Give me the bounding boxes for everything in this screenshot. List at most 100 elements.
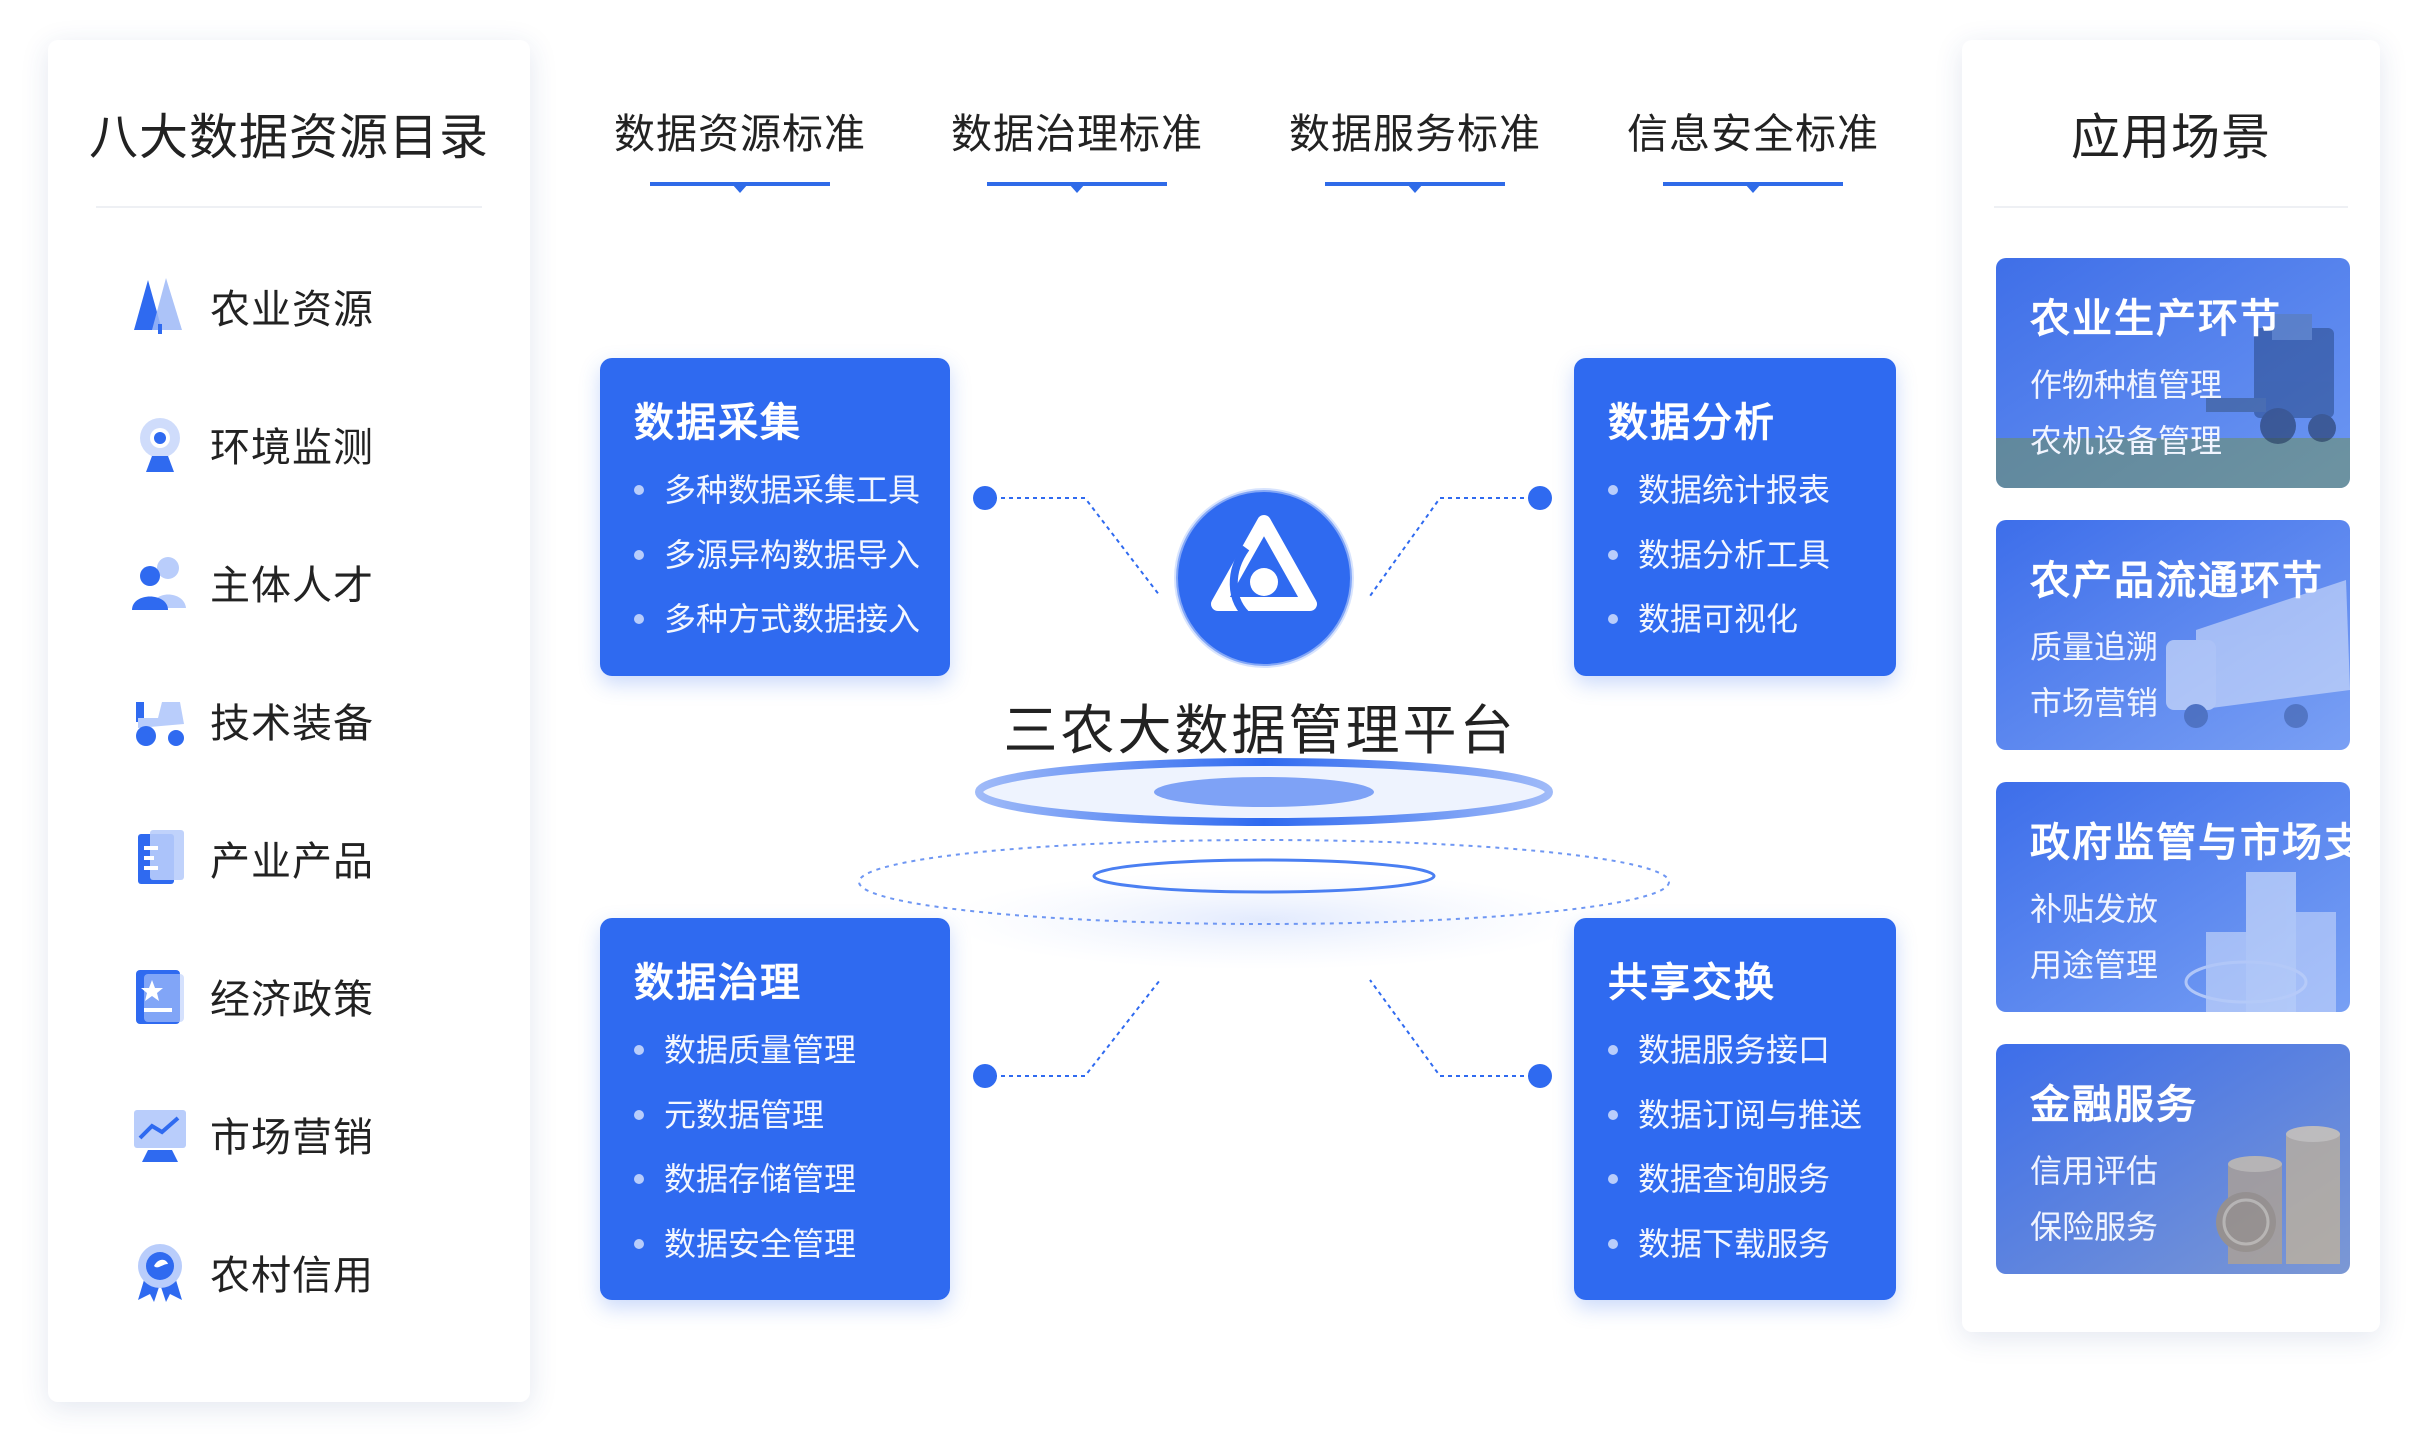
connector-node [1528, 486, 1552, 510]
standard-caret-icon [732, 184, 748, 193]
module-title: 共享交换 [1608, 960, 1776, 1006]
platform-title: 三农大数据管理平台 [1003, 699, 1517, 762]
catalog-item-label: 农村信用 [210, 1253, 374, 1299]
scene-item: 质量追溯 [2030, 628, 2159, 666]
tab-info-security-standard[interactable]: 信息安全标准 [1583, 100, 1923, 193]
market-chart-icon [134, 1110, 186, 1162]
scene-item: 保险服务 [2030, 1208, 2159, 1246]
bullet-icon [634, 1045, 644, 1055]
module-list-item: 数据订阅与推送 [1608, 1095, 1862, 1160]
bullet-icon [634, 485, 644, 495]
module-list-item: 多种数据采集工具 [634, 470, 920, 535]
catalog-item-label: 市场营销 [210, 1115, 374, 1161]
standard-caret-icon [1407, 184, 1423, 193]
scene-card-agri-production[interactable]: 农业生产环节 作物种植管理 农机设备管理 [1996, 258, 2350, 488]
catalog-item-policy[interactable]: 经济政策 [128, 956, 374, 1036]
bullet-icon [634, 1109, 644, 1120]
module-item-list: 数据质量管理 元数据管理 数据存储管理 数据安全管理 [634, 1030, 856, 1288]
catalog-item-marketing[interactable]: 市场营销 [128, 1094, 374, 1174]
connector-node [973, 1064, 997, 1088]
catalog-item-label: 环境监测 [210, 425, 374, 471]
catalog-item-talent[interactable]: 主体人才 [128, 542, 374, 622]
catalog-title: 八大数据资源目录 [88, 109, 489, 166]
scene-title: 金融服务 [2030, 1082, 2198, 1128]
harvester-icon [1996, 258, 2350, 488]
scene-title: 农业生产环节 [2030, 296, 2282, 342]
bullet-icon [1608, 1045, 1618, 1055]
scenes-divider [1994, 206, 2348, 208]
tab-data-service-standard[interactable]: 数据服务标准 [1245, 100, 1585, 193]
module-item-list: 数据统计报表 数据分析工具 数据可视化 [1608, 470, 1830, 664]
scenes-title: 应用场景 [2070, 109, 2271, 166]
monitor-sensor-icon [140, 418, 180, 472]
module-data-collection[interactable]: 数据采集 多种数据采集工具 多源异构数据导入 多种方式数据接入 [600, 358, 950, 676]
resource-catalog-panel: 八大数据资源目录 农业资源 环境监测 主体人才 [48, 40, 530, 1402]
scene-item: 作物种植管理 [2030, 366, 2223, 404]
policy-document-icon [136, 970, 184, 1024]
scene-title: 政府监管与市场支 [2030, 820, 2350, 866]
module-list-item: 数据存储管理 [634, 1159, 856, 1224]
bullet-icon [1608, 1109, 1618, 1120]
credit-badge-icon [138, 1244, 182, 1302]
bullet-icon [1608, 549, 1618, 560]
platform-logo-icon [1174, 488, 1354, 668]
module-title: 数据采集 [634, 400, 802, 446]
catalog-item-label: 经济政策 [210, 977, 374, 1023]
module-list-item: 数据质量管理 [634, 1030, 856, 1095]
catalog-item-equipment[interactable]: 技术装备 [128, 680, 374, 760]
catalog-item-env-monitor[interactable]: 环境监测 [128, 404, 374, 484]
scene-card-gov-supervision[interactable]: 政府监管与市场支 补贴发放 用途管理 [1996, 782, 2350, 1012]
scene-item: 补贴发放 [2030, 890, 2159, 928]
module-list-item: 多源异构数据导入 [634, 535, 920, 600]
people-icon [132, 557, 186, 610]
standard-label: 数据资源标准 [614, 110, 866, 158]
catalog-item-agri-resource[interactable]: 农业资源 [128, 266, 374, 346]
scene-title: 农产品流通环节 [2030, 558, 2324, 604]
module-data-analysis[interactable]: 数据分析 数据统计报表 数据分析工具 数据可视化 [1574, 358, 1896, 676]
connector-node [1528, 1064, 1552, 1088]
scene-card-product-circulation[interactable]: 农产品流通环节 质量追溯 市场营销 [1996, 520, 2350, 750]
module-list-item: 数据下载服务 [1608, 1224, 1862, 1289]
module-list-item: 数据安全管理 [634, 1224, 856, 1289]
module-list-item: 数据分析工具 [1608, 535, 1830, 600]
module-list-item: 元数据管理 [634, 1095, 856, 1160]
standard-label: 数据治理标准 [951, 110, 1203, 158]
bullet-icon [1608, 614, 1618, 624]
bullet-icon [634, 1174, 644, 1184]
module-title: 数据治理 [634, 960, 802, 1006]
module-sharing-exchange[interactable]: 共享交换 数据服务接口 数据订阅与推送 数据查询服务 数据下载服务 [1574, 918, 1896, 1300]
truck-icon [1996, 520, 2350, 750]
module-list-item: 数据可视化 [1608, 599, 1830, 664]
bullet-icon [1608, 485, 1618, 495]
module-title: 数据分析 [1608, 400, 1776, 446]
module-list-item: 数据服务接口 [1608, 1030, 1862, 1095]
trees-icon [134, 278, 182, 334]
scene-item: 信用评估 [2030, 1152, 2159, 1190]
standard-label: 数据服务标准 [1289, 110, 1541, 158]
module-item-list: 多种数据采集工具 多源异构数据导入 多种方式数据接入 [634, 470, 920, 664]
connector-node [973, 486, 997, 510]
bullet-icon [1608, 1238, 1618, 1249]
catalog-item-label: 主体人才 [210, 563, 374, 609]
tab-data-resource-standard[interactable]: 数据资源标准 [570, 100, 910, 193]
scene-item: 市场营销 [2030, 684, 2159, 722]
module-item-list: 数据服务接口 数据订阅与推送 数据查询服务 数据下载服务 [1608, 1030, 1862, 1288]
buildings-icon [1996, 782, 2350, 1012]
catalog-item-label: 产业产品 [210, 839, 374, 885]
scene-card-financial[interactable]: 金融服务 信用评估 保险服务 [1996, 1044, 2350, 1274]
product-document-icon [138, 830, 184, 884]
module-list-item: 多种方式数据接入 [634, 599, 920, 664]
standard-caret-icon [1069, 184, 1085, 193]
catalog-item-products[interactable]: 产业产品 [128, 818, 374, 898]
module-data-governance[interactable]: 数据治理 数据质量管理 元数据管理 数据存储管理 数据安全管理 [600, 918, 950, 1300]
standard-label: 信息安全标准 [1627, 110, 1879, 158]
tab-data-governance-standard[interactable]: 数据治理标准 [907, 100, 1247, 193]
bullet-icon [634, 1238, 644, 1249]
scene-item: 农机设备管理 [2030, 422, 2223, 460]
scene-item: 用途管理 [2030, 946, 2159, 984]
catalog-item-label: 技术装备 [210, 701, 374, 747]
catalog-item-credit[interactable]: 农村信用 [128, 1232, 374, 1312]
module-list-item: 数据统计报表 [1608, 470, 1830, 535]
bullet-icon [634, 549, 644, 560]
